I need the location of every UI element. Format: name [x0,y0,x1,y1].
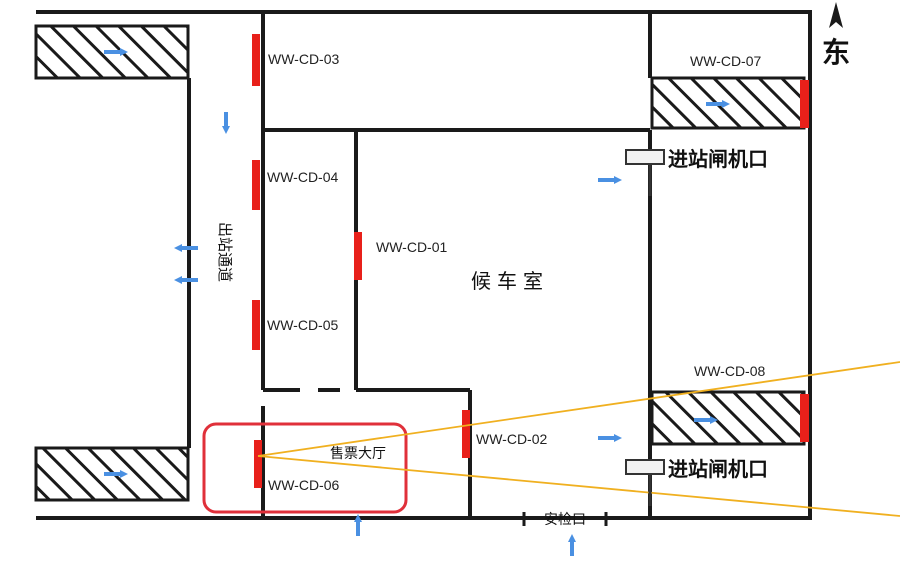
camera-label-05: WW-CD-05 [267,317,339,333]
compass-direction: 东 [822,36,850,69]
camera-marks [252,34,809,488]
camera-label-01: WW-CD-01 [376,239,448,255]
hatched-block-lower-right [650,390,806,446]
camera-mark-03[interactable] [252,34,260,86]
waiting-room-label: 候车室 [471,269,549,293]
camera-mark-07[interactable] [800,80,809,128]
gate-label-upper: 进站闸机口 [668,147,768,171]
hatched-block-upper-right [650,76,806,130]
compass: 东 [822,2,850,69]
camera-label-07: WW-CD-07 [690,53,762,69]
sightlines [257,361,900,517]
security-checkpoint-marker [522,512,608,526]
camera-label-04: WW-CD-04 [267,169,339,185]
camera-mark-04[interactable] [252,160,260,210]
camera-mark-02[interactable] [462,410,470,458]
camera-mark-05[interactable] [252,300,260,350]
ticket-hall-label: 售票大厅 [330,446,386,462]
camera-label-08: WW-CD-08 [694,363,766,379]
camera-label-03: WW-CD-03 [268,51,340,67]
camera-label-06: WW-CD-06 [268,477,340,493]
security-checkpoint-label: 安检口 [544,512,586,528]
camera-mark-01[interactable] [354,232,362,280]
turnstile-icon [625,149,665,196]
highlight-frame [202,422,408,514]
north-arrow-icon [829,2,843,28]
turnstile-icon [625,459,665,506]
camera-mark-06[interactable] [254,440,262,488]
camera-mark-08[interactable] [800,394,809,442]
flow-arrows [104,48,730,556]
hatched-block-top-left [34,24,190,80]
camera-label-02: WW-CD-02 [476,431,548,447]
gate-label-lower: 进站闸机口 [668,457,768,481]
walls [36,10,812,520]
exit-passage-label: 出站通道 [216,222,234,282]
